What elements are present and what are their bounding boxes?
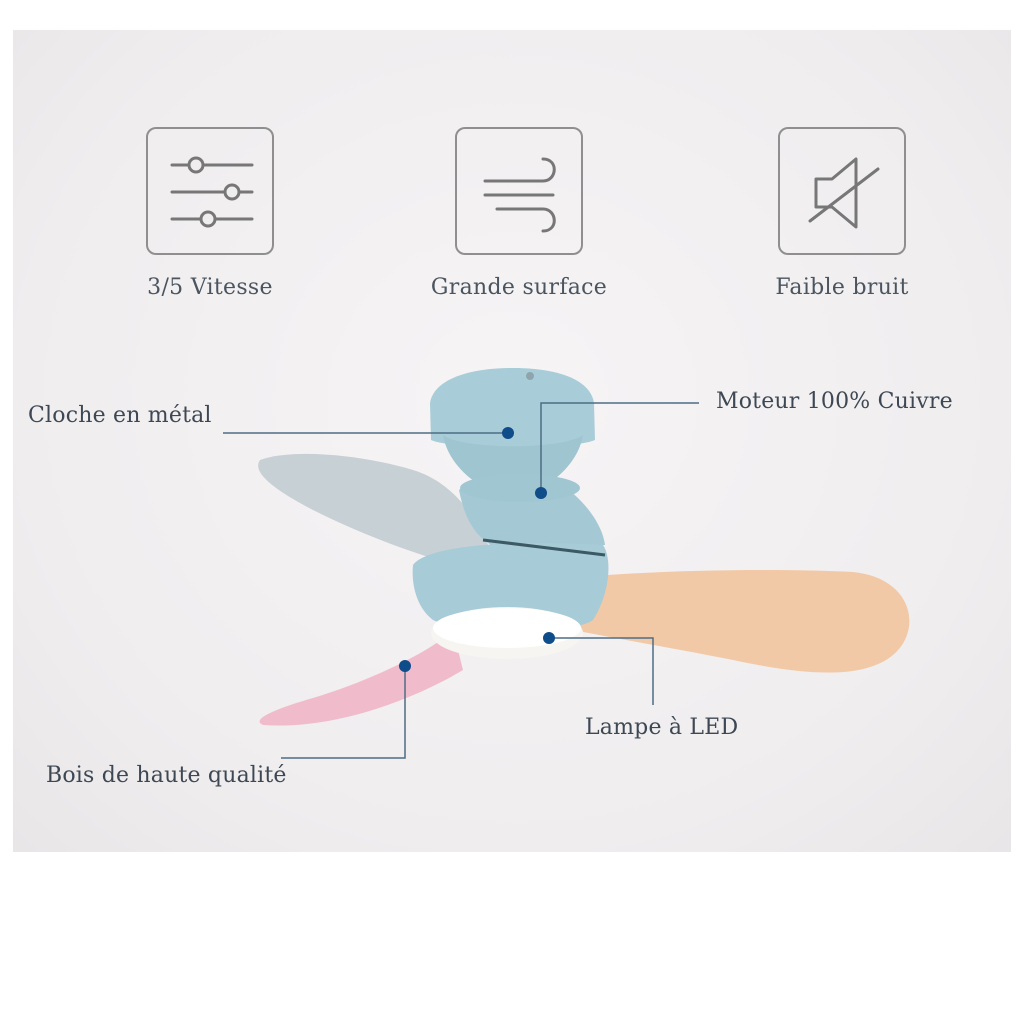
sliders-icon (170, 156, 254, 228)
ceiling-fan-illustration (223, 368, 910, 759)
feature-coverage: Grande surface (399, 127, 639, 327)
blade-orange (573, 570, 910, 673)
feature-noise: Faible bruit (722, 127, 962, 327)
blade-gray (258, 453, 499, 575)
feature-speed-box (146, 127, 274, 255)
feature-noise-label: Faible bruit (775, 275, 909, 300)
callout-bell: Cloche en métal (28, 403, 212, 428)
fan-canopy (430, 368, 595, 448)
feature-speed-label: 3/5 Vitesse (147, 275, 273, 300)
feature-coverage-label: Grande surface (430, 275, 608, 300)
callout-motor: Moteur 100% Cuivre (716, 389, 953, 414)
marker-motor (535, 487, 547, 499)
marker-bell (502, 427, 514, 439)
marker-lamp (543, 632, 555, 644)
feature-speed: 3/5 Vitesse (90, 127, 330, 327)
callout-wood: Bois de haute qualité (46, 763, 287, 788)
feature-noise-box (778, 127, 906, 255)
callout-lamp: Lampe à LED (585, 715, 739, 740)
feature-coverage-box (455, 127, 583, 255)
leader-lamp (549, 637, 654, 705)
leader-wood (281, 666, 406, 759)
mute-speaker-icon (808, 157, 880, 229)
marker-wood (399, 660, 411, 672)
product-panel: 3/5 Vitesse Grande surface Faible (13, 30, 1011, 852)
wind-icon (483, 157, 556, 233)
fan-lower-body (412, 542, 609, 632)
leader-motor (540, 402, 699, 493)
blade-pink (259, 630, 463, 726)
